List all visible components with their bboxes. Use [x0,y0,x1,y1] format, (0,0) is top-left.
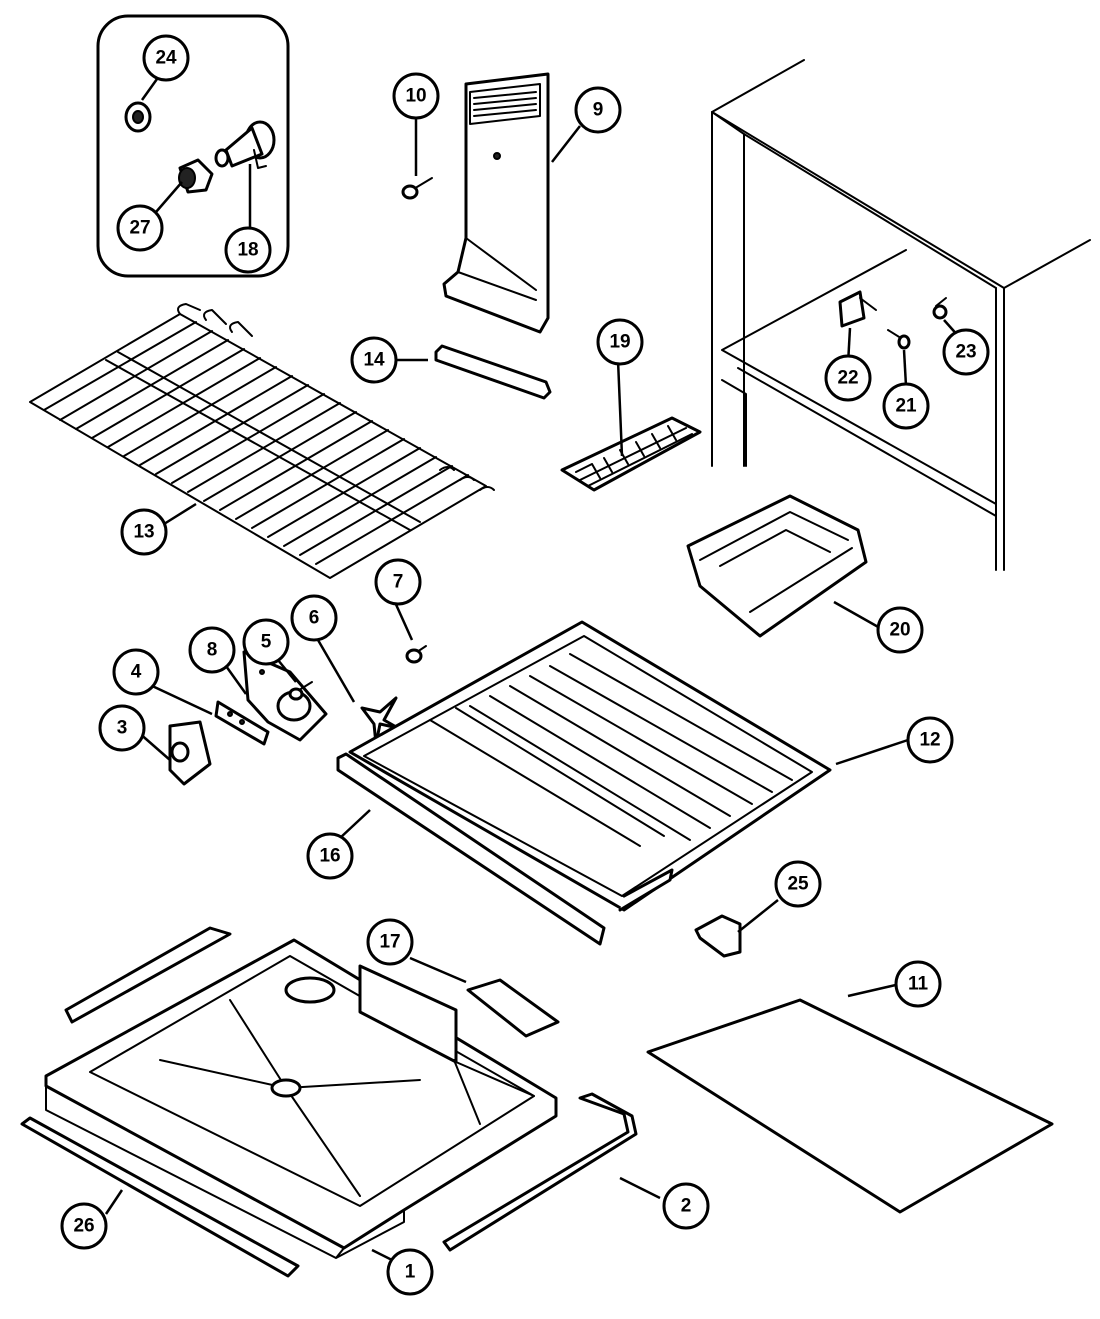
callout-13: 13 [120,508,168,556]
callout-3: 3 [98,704,146,752]
part-25-clip [694,914,742,958]
callout-6: 6 [290,594,338,642]
callout-17: 17 [366,918,414,966]
part-20-ice-bin [686,494,868,638]
callout-1: 1 [386,1248,434,1296]
part-19-ice-tray [560,416,702,492]
callout-18: 18 [224,226,272,274]
callout-label: 14 [363,350,385,371]
callout-label: 9 [593,100,604,121]
part-13-wire-shelf [29,303,495,579]
callout-25: 25 [774,860,822,908]
callout-24: 24 [142,34,190,82]
callout-23: 23 [942,328,990,376]
upper-left-rail [64,926,232,1024]
callout-label: 16 [319,846,340,867]
part-16-front-trim [336,752,606,946]
callout-9: 9 [574,86,622,134]
part-23-screw [932,297,948,320]
part-17-cover [466,978,560,1038]
callout-label: 1 [405,1262,416,1283]
callout-27: 27 [116,204,164,252]
part-14-bracket [434,344,552,400]
part-2-rail [442,1092,638,1252]
callout-11: 11 [894,960,942,1008]
callout-label: 4 [131,662,142,683]
callout-label: 19 [609,332,630,353]
callout-8: 8 [188,626,236,674]
callout-label: 20 [889,620,910,641]
part-24-cap [124,101,152,133]
callout-label: 23 [955,342,976,363]
callout-14: 14 [350,336,398,384]
callout-label: 10 [405,86,426,107]
part-27-bushing [178,158,214,194]
callout-10: 10 [392,72,440,120]
callout-20: 20 [876,606,924,654]
part-26-rail [20,1116,300,1278]
callout-16: 16 [306,832,354,880]
callout-label: 22 [837,368,858,389]
part-9-duct-cover [442,72,550,334]
part-18-valve [214,120,276,169]
part-12-shelf-cover [348,620,832,912]
callout-2: 2 [662,1182,710,1230]
callout-label: 13 [133,522,154,543]
callout-label: 18 [237,240,258,261]
part-1-base-pan [44,938,558,1259]
part-5-screw [288,681,313,701]
callout-label: 26 [73,1216,94,1237]
callout-26: 26 [60,1202,108,1250]
callout-21: 21 [882,382,930,430]
callout-label: 6 [309,608,320,629]
part-7-screw [405,645,427,664]
callout-7: 7 [374,558,422,606]
callout-label: 12 [919,730,940,751]
callout-label: 5 [261,632,272,653]
callout-label: 11 [908,974,929,995]
callout-label: 7 [393,572,404,593]
callout-label: 25 [787,874,809,895]
part-10-screw [401,177,433,200]
callout-label: 2 [681,1196,692,1217]
callout-label: 17 [379,932,400,953]
callout-label: 3 [117,718,128,739]
cabinet-corner [711,59,1091,571]
callout-12: 12 [906,716,954,764]
callout-19: 19 [596,318,644,366]
part-4-clip [214,700,270,746]
callout-22: 22 [824,354,872,402]
callout-label: 24 [155,48,177,69]
callout-label: 21 [895,396,917,417]
part-11-panel [646,998,1054,1214]
part-3-fan-motor [168,720,212,786]
part-21-screw [887,329,911,350]
part-22-clip [838,290,877,328]
callout-label: 8 [207,640,218,661]
callout-label: 27 [129,218,150,239]
callout-4: 4 [112,648,160,696]
callout-5: 5 [242,618,290,666]
